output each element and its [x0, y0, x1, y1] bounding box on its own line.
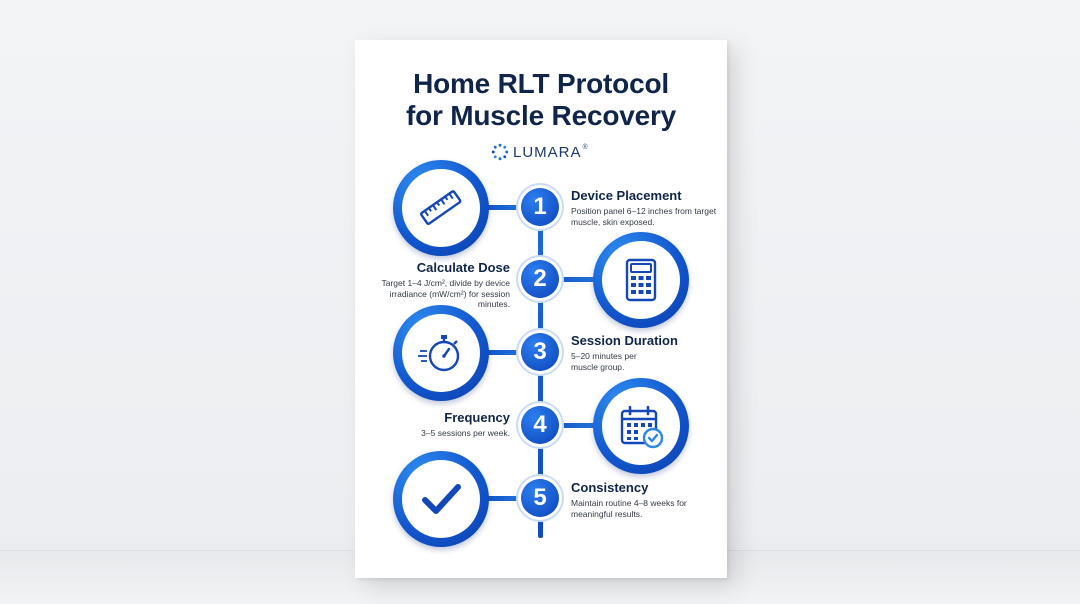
step-3-title: Session Duration [571, 333, 678, 348]
step-4-label: Frequency 3–5 sessions per week. [365, 410, 510, 439]
step-5-desc: Maintain routine 4–8 weeks for meaningfu… [571, 498, 687, 519]
step-1-number: 1 [521, 188, 559, 226]
step-5-number: 5 [521, 479, 559, 517]
stopwatch-icon [418, 335, 460, 372]
step-3-icon-circle [393, 305, 489, 401]
step-2-icon-circle [593, 232, 689, 328]
timeline-spine [538, 210, 543, 538]
connector-5 [475, 496, 545, 501]
step-1-label: Device Placement Position panel 6–12 inc… [571, 188, 721, 227]
step-2-label: Calculate Dose Target 1–4 J/cm², divide … [365, 260, 510, 310]
poster-title-line1: Home RLT Protocol [413, 68, 669, 99]
brand-logo: LUMARA® [491, 141, 588, 163]
connector-1 [475, 205, 545, 210]
step-5-icon-circle [393, 451, 489, 547]
poster: Home RLT Protocol for Muscle Recovery LU… [355, 40, 727, 578]
step-1-title: Device Placement [571, 188, 682, 203]
connector-4 [540, 423, 620, 428]
step-2-number: 2 [521, 260, 559, 298]
step-2-desc: Target 1–4 J/cm², divide by device irrad… [381, 278, 510, 309]
step-3-number: 3 [521, 333, 559, 371]
step-5-title: Consistency [571, 480, 649, 495]
ruler-icon [419, 190, 462, 225]
checkmark-icon [422, 484, 461, 514]
step-4-icon-circle [593, 378, 689, 474]
registered-mark: ® [582, 143, 588, 151]
step-4-number: 4 [521, 406, 559, 444]
step-3-label: Session Duration 5–20 minutes per muscle… [571, 333, 721, 372]
step-1-desc: Position panel 6–12 inches from target m… [571, 206, 717, 227]
step-1-icon-circle [393, 160, 489, 256]
step-2-title: Calculate Dose [416, 260, 510, 275]
step-4-desc: 3–5 sessions per week. [421, 428, 510, 438]
step-3-desc: 5–20 minutes per muscle group. [571, 351, 637, 372]
step-5-label: Consistency Maintain routine 4–8 weeks f… [571, 480, 721, 519]
calculator-icon [625, 258, 657, 302]
brand-dots-icon [491, 143, 509, 161]
poster-title-line2: for Muscle Recovery [405, 100, 677, 131]
connector-3 [475, 350, 545, 355]
calendar-check-icon [620, 405, 664, 449]
step-4-title: Frequency [444, 410, 510, 425]
brand-name: LUMARA [513, 143, 582, 161]
connector-2 [540, 277, 620, 282]
